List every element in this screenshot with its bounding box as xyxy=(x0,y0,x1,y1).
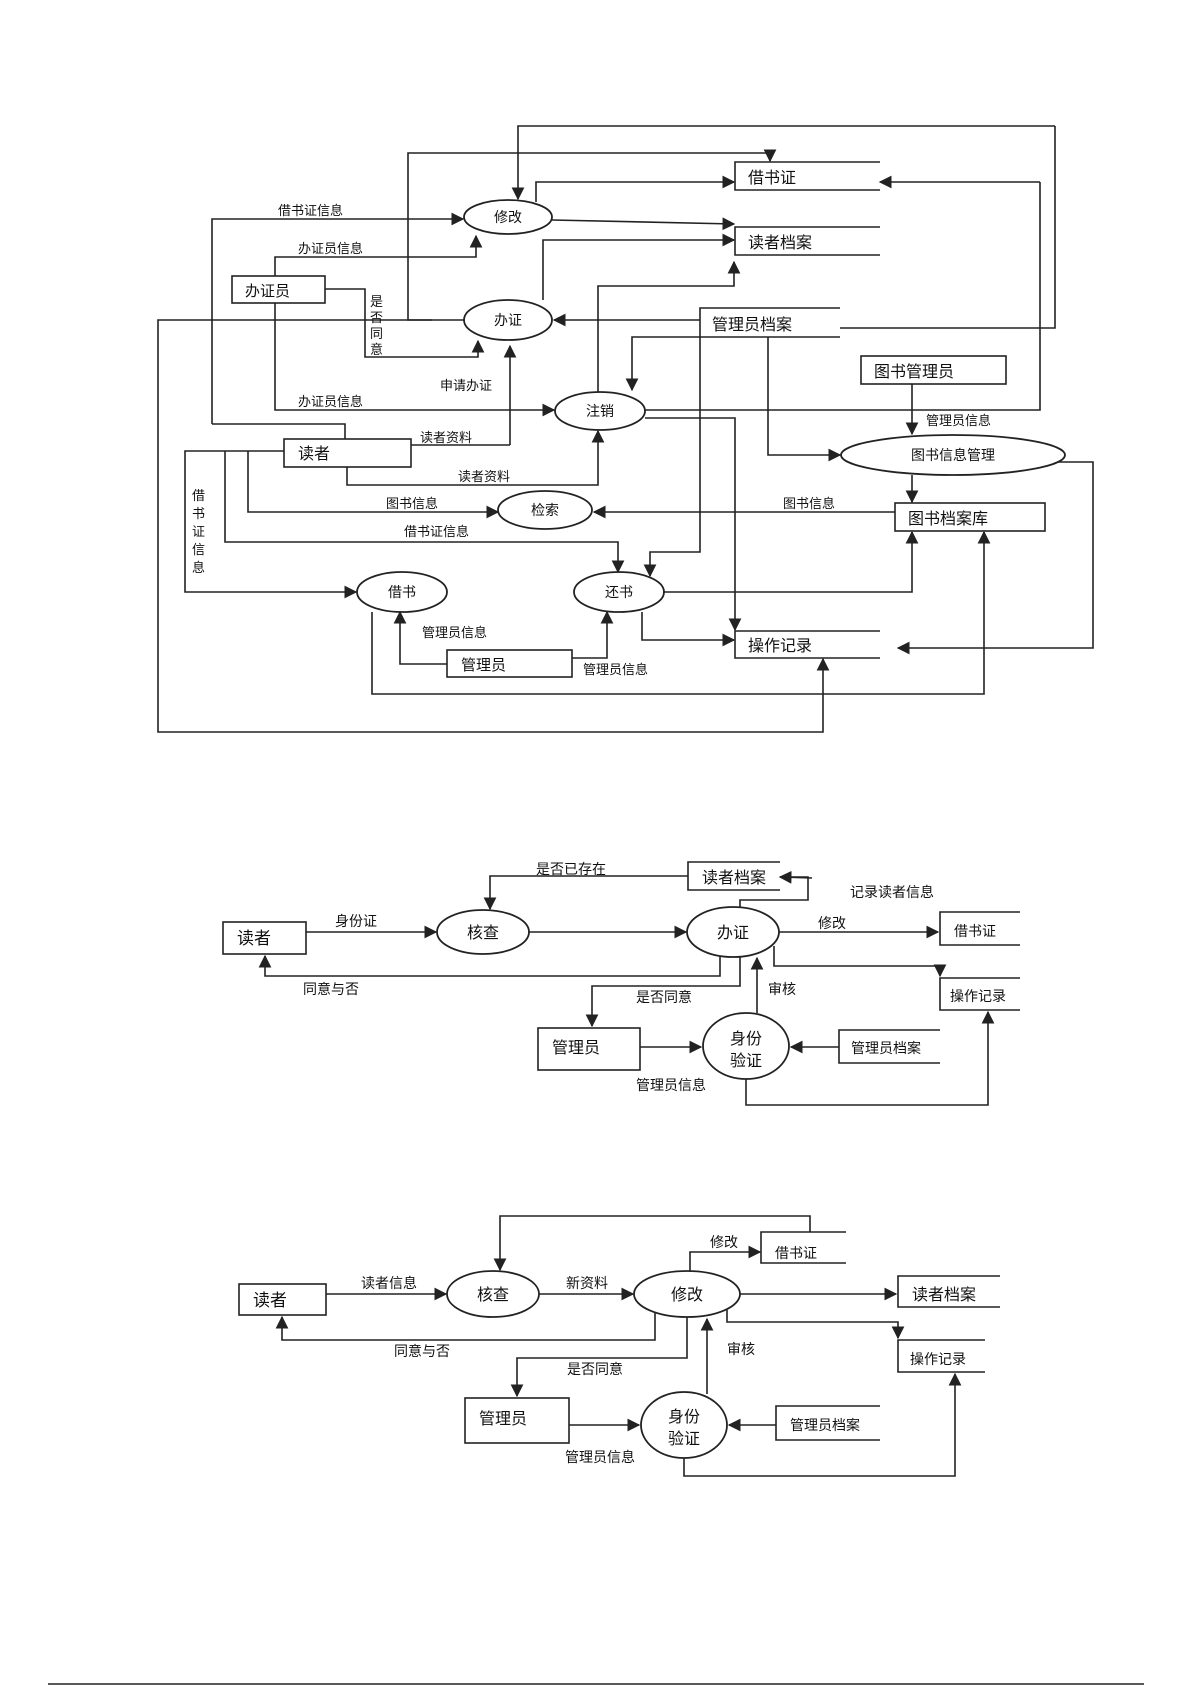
d3-store-card-label: 借书证 xyxy=(775,1246,817,1262)
dfd-modify: 读者 核查 修改 借书证 读者档案 操作记录 管理员 身份 验证 管理员档案 xyxy=(238,1215,1000,1477)
d2-label-id-card: 身份证 xyxy=(335,914,377,930)
d2-entity-admin-label: 管理员 xyxy=(552,1038,600,1057)
label-reader-data-2: 读者资料 xyxy=(458,470,510,485)
d3-store-op-log xyxy=(897,1339,985,1373)
d2-label-audit: 审核 xyxy=(768,982,796,998)
d3-store-reader-file xyxy=(897,1275,1000,1308)
d3-flows xyxy=(275,1215,962,1477)
entity-admin-label: 管理员 xyxy=(461,656,506,674)
label-agree-char-4: 意 xyxy=(370,342,383,358)
d3-entity-reader xyxy=(238,1283,327,1316)
entity-clerk xyxy=(231,275,326,304)
label-card-info-char-1: 借 xyxy=(192,489,205,504)
label-reader-data-1: 读者资料 xyxy=(420,431,472,446)
dfd-level1: 借书证 读者档案 管理员档案 操作记录 图书档案库 办证员 读者 图书管理员 管… xyxy=(157,125,1094,733)
label-card-info-char-2: 书 xyxy=(192,507,205,522)
entity-librarian-label: 图书管理员 xyxy=(874,362,954,381)
process-search-label: 检索 xyxy=(531,502,559,519)
label-agree-char-1: 是 xyxy=(370,295,383,310)
dfd-issue-card: 读者 核查 办证 读者档案 借书证 操作记录 管理员 身份 验证 管理员档案 xyxy=(222,861,1020,1106)
d2-store-op-log-label: 操作记录 xyxy=(950,989,1006,1005)
store-reader-file-label: 读者档案 xyxy=(748,233,812,252)
process-cancel-label: 注销 xyxy=(586,404,614,420)
store-op-log: 操作记录 xyxy=(734,630,880,659)
dfd1-flows xyxy=(157,125,1094,733)
d3-store-admin-file-label: 管理员档案 xyxy=(790,1417,860,1434)
d3-label-new-data: 新资料 xyxy=(566,1276,608,1292)
label-agree-char-3: 同 xyxy=(370,327,383,342)
d2-store-card-label: 借书证 xyxy=(954,924,996,940)
process-book-mgmt-label: 图书信息管理 xyxy=(911,447,995,464)
d2-entity-reader xyxy=(222,921,307,955)
label-card-info-char-4: 信 xyxy=(192,543,205,558)
d3-label-reader-info: 读者信息 xyxy=(361,1275,417,1292)
d3-process-modify-label: 修改 xyxy=(671,1285,703,1304)
entity-admin xyxy=(446,649,573,678)
d2-store-reader-file-label: 读者档案 xyxy=(702,868,766,887)
d2-entity-admin xyxy=(537,1027,641,1071)
d3-label-agree-or-not: 同意与否 xyxy=(394,1343,450,1360)
d3-store-op-log-label: 操作记录 xyxy=(910,1352,966,1368)
d2-entity-reader-label: 读者 xyxy=(237,929,271,949)
d2-flows xyxy=(258,870,995,1106)
label-admin-info-3: 管理员信息 xyxy=(583,662,648,678)
d3-label-agree: 是否同意 xyxy=(567,1361,623,1378)
store-card: 借书证 xyxy=(734,161,880,191)
store-book-archive xyxy=(894,502,1046,532)
label-admin-info-2: 管理员信息 xyxy=(422,625,487,641)
d2-store-admin-file-label: 管理员档案 xyxy=(851,1040,921,1057)
d2-label-agree-or-not: 同意与否 xyxy=(303,981,359,998)
entity-clerk-label: 办证员 xyxy=(245,282,290,300)
d2-process-issue-label: 办证 xyxy=(717,923,749,942)
store-reader-file: 读者档案 xyxy=(734,226,880,256)
label-agree-vertical: 是 否 同 意 xyxy=(370,295,387,358)
store-card-label: 借书证 xyxy=(748,168,796,187)
label-card-info-char-5: 息 xyxy=(192,560,205,576)
label-book-info-1: 图书信息 xyxy=(386,496,438,512)
d3-store-admin-file xyxy=(775,1405,880,1441)
d2-label-agree: 是否同意 xyxy=(636,989,692,1006)
d2-label-admin-info: 管理员信息 xyxy=(636,1077,706,1094)
d2-process-verify-line2: 验证 xyxy=(730,1051,762,1070)
process-return-label: 还书 xyxy=(605,585,633,601)
d3-entity-admin-label: 管理员 xyxy=(479,1409,527,1428)
d3-label-modify: 修改 xyxy=(710,1235,738,1251)
process-modify-label: 修改 xyxy=(494,210,522,226)
store-op-log-label: 操作记录 xyxy=(748,636,812,655)
d3-label-audit: 审核 xyxy=(727,1342,755,1358)
d3-process-check-label: 核查 xyxy=(477,1285,509,1304)
process-borrow-label: 借书 xyxy=(388,585,416,601)
d3-store-reader-file-label: 读者档案 xyxy=(912,1285,976,1304)
entity-librarian xyxy=(860,355,1007,385)
label-agree-char-2: 否 xyxy=(370,311,383,326)
label-clerk-info-2: 办证员信息 xyxy=(298,394,363,410)
label-clerk-info-1: 办证员信息 xyxy=(298,241,363,257)
d3-entity-admin xyxy=(464,1397,570,1444)
label-apply-card: 申请办证 xyxy=(440,379,492,394)
d2-label-record-reader: 记录读者信息 xyxy=(850,884,934,901)
entity-reader-label: 读者 xyxy=(298,444,330,463)
d3-label-admin-info: 管理员信息 xyxy=(565,1449,635,1466)
d2-process-verify-line1: 身份 xyxy=(730,1029,762,1048)
d3-process-verify-line1: 身份 xyxy=(668,1407,700,1426)
process-issue-label: 办证 xyxy=(494,313,522,329)
d3-entity-reader-label: 读者 xyxy=(253,1291,287,1311)
label-card-info-2: 借书证信息 xyxy=(404,524,469,540)
d2-process-check-label: 核查 xyxy=(467,923,499,942)
d2-label-modify: 修改 xyxy=(818,916,846,932)
d2-store-card xyxy=(939,911,1020,946)
d2-label-exists: 是否已存在 xyxy=(536,862,606,878)
label-card-info-vertical: 借 书 证 信 息 xyxy=(192,489,209,576)
store-admin-file-label: 管理员档案 xyxy=(712,315,792,334)
store-admin-file: 管理员档案 xyxy=(699,307,840,338)
label-card-info: 借书证信息 xyxy=(278,203,343,219)
label-book-info-2: 图书信息 xyxy=(783,496,835,512)
d2-store-op-log xyxy=(939,977,1020,1011)
label-card-info-char-3: 证 xyxy=(192,525,205,540)
d3-process-verify-line2: 验证 xyxy=(668,1429,700,1448)
store-book-archive-label: 图书档案库 xyxy=(908,509,988,528)
label-admin-info-1: 管理员信息 xyxy=(926,413,991,429)
